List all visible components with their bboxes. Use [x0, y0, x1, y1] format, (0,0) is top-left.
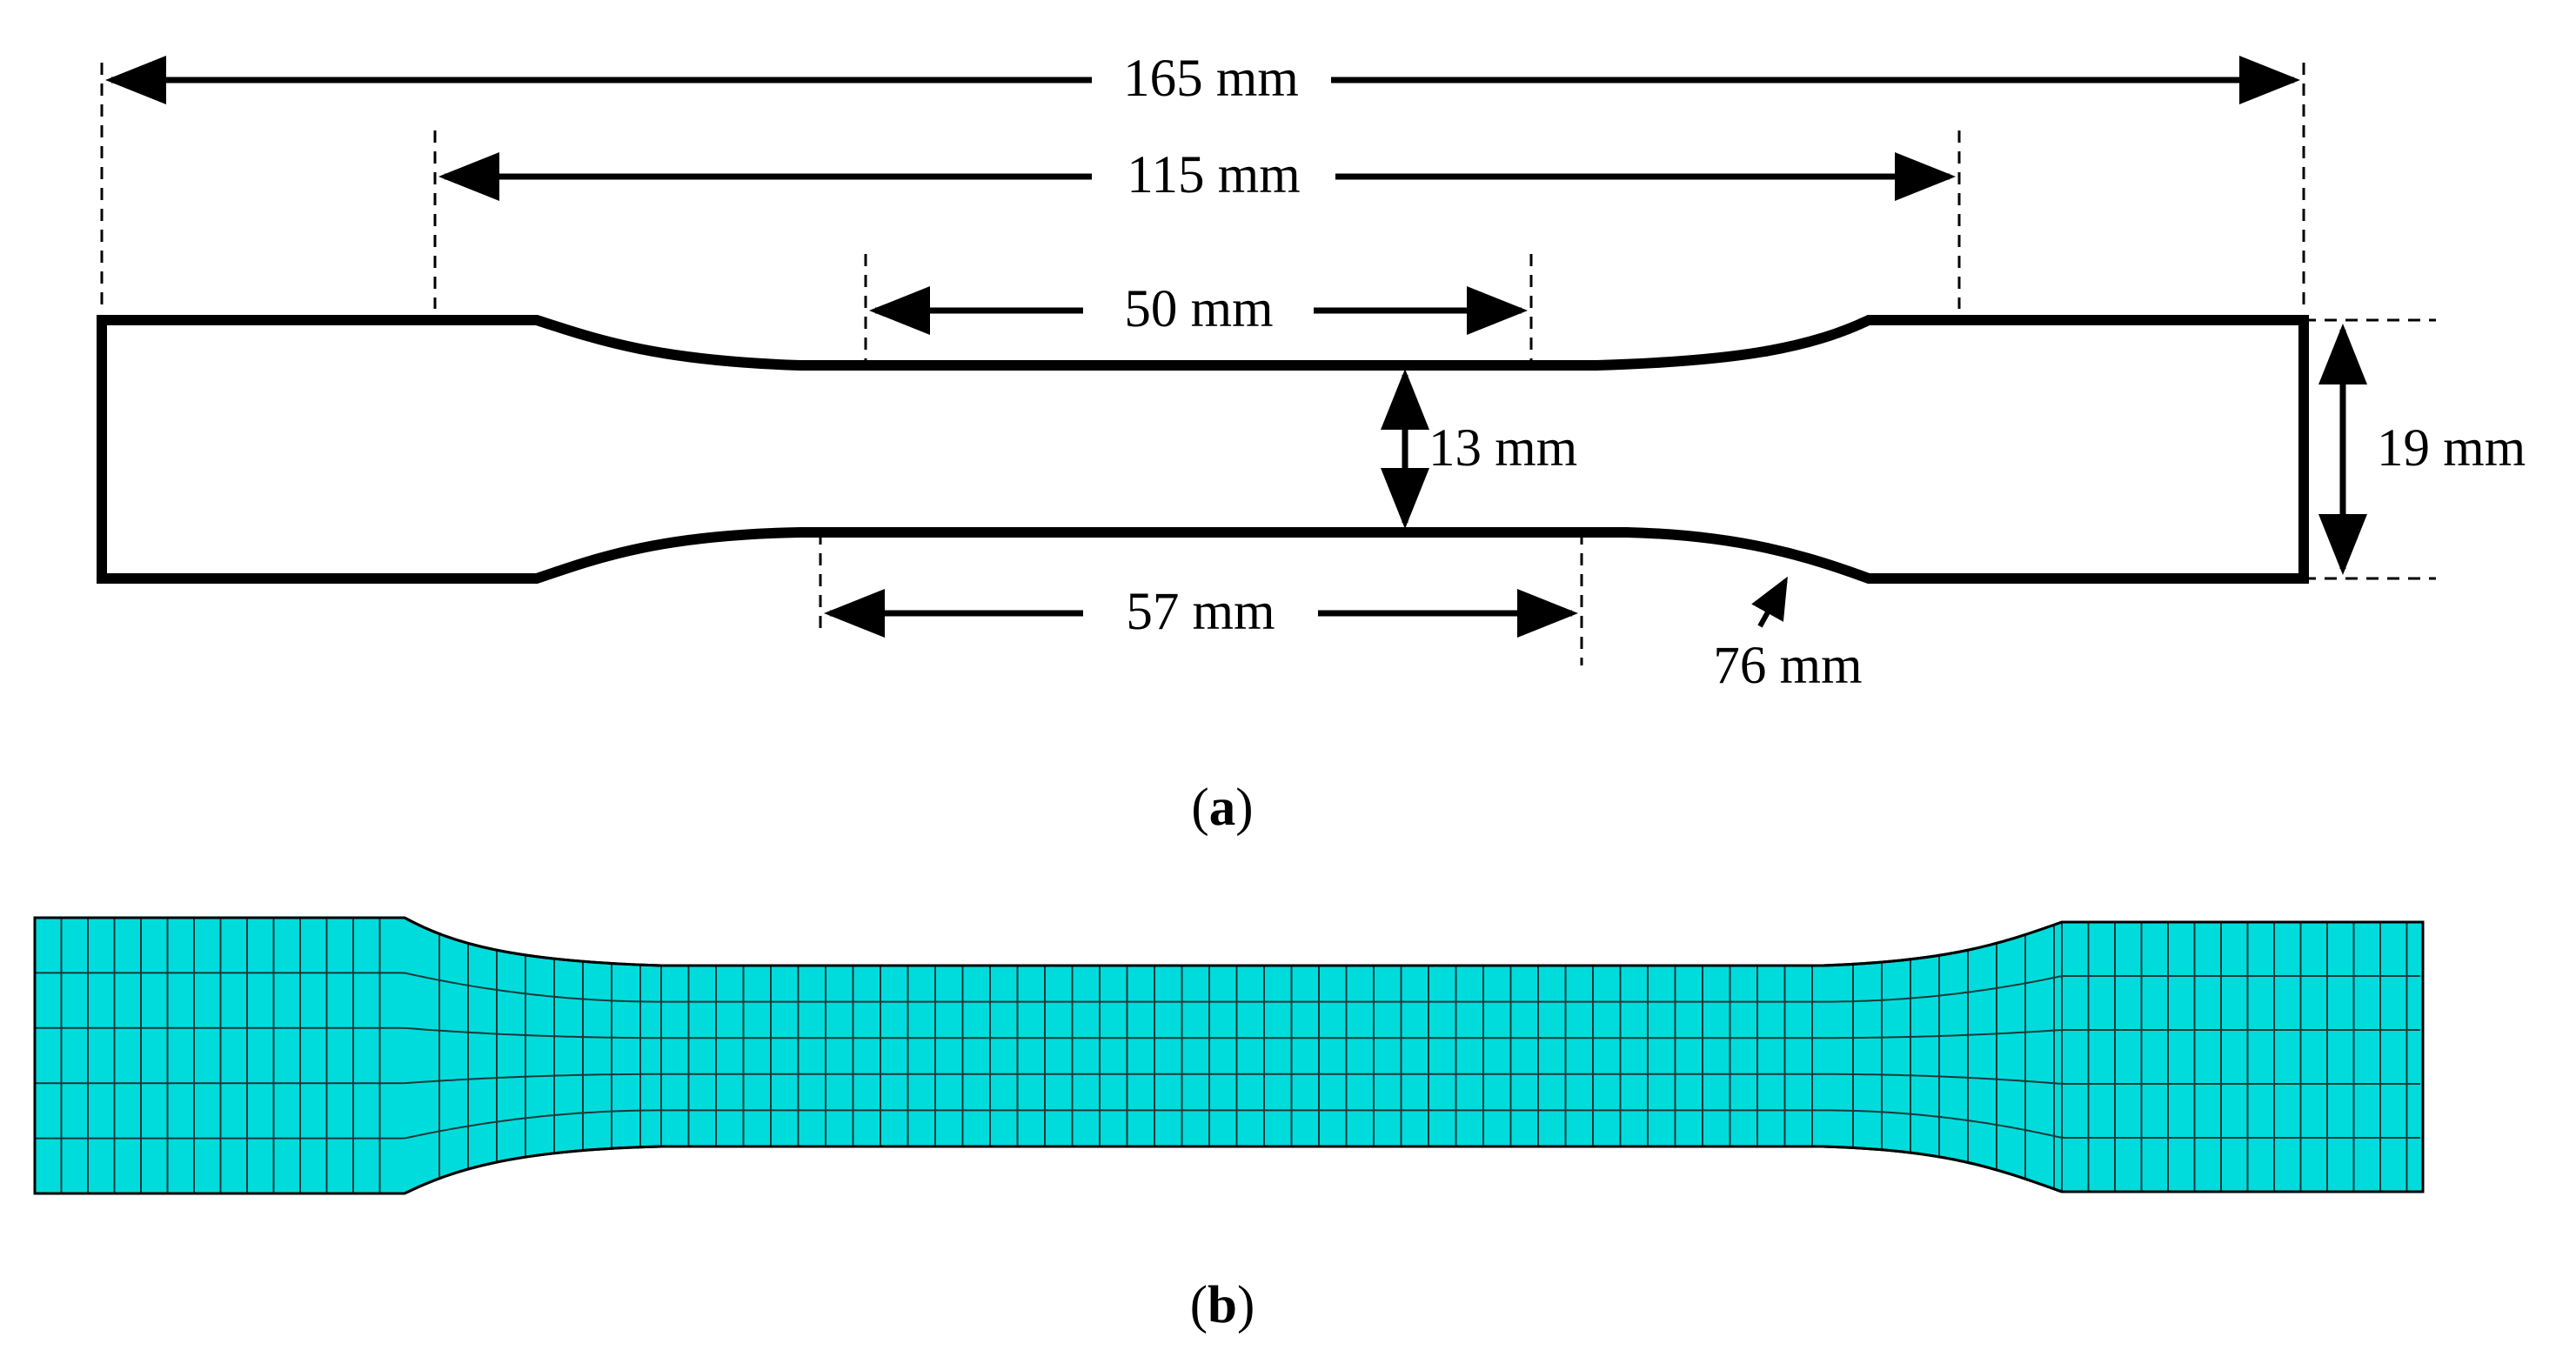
mesh-row-line	[35, 1109, 2420, 1140]
mesh-outline	[33, 916, 2425, 1195]
extension-lines	[100, 63, 2436, 665]
label-76mm: 76 mm	[1713, 637, 1862, 695]
caption-a-open: (	[1191, 779, 1208, 837]
mesh-body	[33, 916, 2425, 1195]
caption-a-close: )	[1235, 779, 1253, 837]
mesh-row-line	[35, 972, 2420, 1003]
caption-b-open: (	[1190, 1276, 1208, 1334]
mesh-row-line	[35, 1026, 2420, 1039]
label-165mm: 165 mm	[1123, 50, 1299, 108]
panel-b: (b)	[33, 916, 2425, 1334]
label-13mm: 13 mm	[1429, 419, 1577, 478]
specimen-outline	[97, 315, 2309, 584]
caption-a: (a)	[1191, 779, 1253, 837]
label-50mm: 50 mm	[1124, 280, 1273, 338]
caption-a-letter: a	[1209, 779, 1236, 837]
caption-b: (b)	[1190, 1276, 1255, 1334]
caption-b-close: )	[1237, 1276, 1255, 1334]
caption-b-letter: b	[1208, 1276, 1237, 1334]
label-19mm: 19 mm	[2377, 419, 2526, 478]
label-57mm: 57 mm	[1126, 583, 1275, 641]
dimension-arrows	[105, 56, 2367, 638]
label-115mm: 115 mm	[1127, 146, 1300, 204]
mesh-row-line	[35, 1073, 2420, 1085]
arrow-76-leader	[1751, 576, 1788, 628]
panel-a: 165 mm 115 mm 50 mm 57 mm 13 mm 19 mm 76…	[97, 50, 2526, 837]
mesh-grid	[35, 918, 2420, 1193]
